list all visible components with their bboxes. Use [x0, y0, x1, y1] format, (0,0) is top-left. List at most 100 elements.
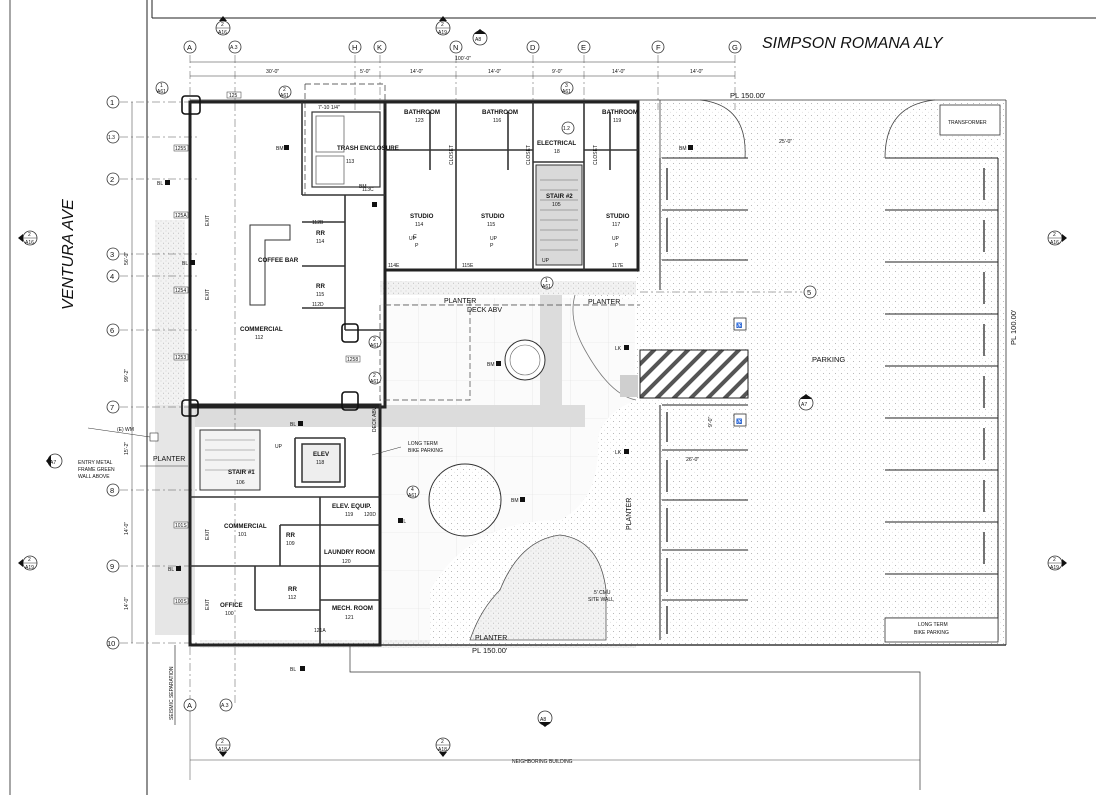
deck-above-label-vertical: DECK ABV [372, 406, 378, 432]
accessible-parking-icon [733, 413, 747, 427]
stair-2-hatch [535, 164, 583, 266]
grid-label-1-3: 1.3 [108, 135, 115, 141]
svg-text:A61: A61 [562, 89, 571, 95]
grid-label-D: D [530, 43, 536, 52]
svg-text:2: 2 [441, 22, 444, 28]
svg-text:2: 2 [221, 739, 224, 745]
coffee-bar-counter [249, 224, 291, 306]
grid-label-4: 4 [110, 272, 114, 281]
dim-5: 5'-0" [360, 69, 370, 75]
room-commercial-101-num: 101 [238, 532, 247, 538]
planter-strip-bottom [200, 640, 636, 648]
room-studio-115-num: 115 [487, 222, 495, 228]
svg-text:2: 2 [441, 739, 444, 745]
svg-text:100S: 100S [175, 599, 187, 605]
svg-text:♿: ♿ [736, 322, 742, 329]
closet-label: CLOSET [526, 145, 532, 165]
parking-label: PARKING [812, 355, 845, 364]
dim-14c: 14'-0" [612, 69, 625, 75]
up-arrow-label: UP [612, 236, 620, 242]
svg-text:121A: 121A [314, 628, 326, 634]
svg-text:A16: A16 [218, 30, 227, 36]
room-rr-109-num: 109 [286, 541, 295, 547]
svg-text:BL: BL [168, 567, 174, 573]
round-planter-large [428, 463, 502, 537]
dim-99: 99'-2" [124, 369, 130, 382]
svg-text:1258: 1258 [347, 357, 358, 363]
svg-text:BL: BL [182, 261, 188, 267]
grid-label-H: H [352, 43, 357, 52]
entry-note-line1: ENTRY METAL [78, 460, 113, 466]
grid-label-A: A [187, 43, 192, 52]
planter-label-north: PLANTER [444, 298, 476, 305]
grid-label-6: 6 [110, 326, 114, 335]
grid-bubbles-top [183, 40, 742, 54]
up-arrow-label: UP [275, 444, 283, 450]
room-studio-117-name: STUDIO [606, 213, 630, 220]
leader-lines [87, 427, 402, 467]
transformer-label: TRANSFORMER [948, 120, 987, 126]
svg-text:BM: BM [511, 498, 519, 504]
svg-text:2: 2 [28, 557, 31, 563]
svg-text:1: 1 [160, 83, 163, 89]
svg-text:112B: 112B [312, 220, 324, 226]
room-rr-114-num: 114 [316, 239, 324, 245]
room-stair-1-num: 106 [236, 480, 245, 486]
room-studio-114-name: STUDIO [410, 213, 434, 220]
room-bathroom-123-num: 123 [415, 118, 424, 124]
street-label-left: VENTURA AVE [60, 199, 77, 310]
grid-label-9: 9 [110, 562, 114, 571]
section-marker-right [1047, 230, 1067, 246]
svg-text:♿: ♿ [736, 418, 742, 425]
svg-text:2: 2 [373, 337, 376, 343]
cmu-wall-label-line1: 5' CMU [594, 590, 611, 596]
svg-text:A18: A18 [218, 747, 227, 753]
long-term-bike-parking-pad [884, 617, 999, 643]
svg-text:2: 2 [283, 87, 286, 93]
svg-text:1255: 1255 [175, 146, 186, 152]
svg-text:A16: A16 [25, 240, 34, 246]
section-marker-right-lower [1047, 555, 1067, 571]
dim-25: 25'-0" [779, 139, 792, 145]
room-rr-112-num: 112 [288, 595, 296, 601]
elevation-marker-a8-bottom [537, 710, 553, 727]
room-elevator-num: 118 [316, 460, 324, 466]
neighboring-building-label: NEIGHBORING BUILDING [512, 759, 573, 765]
grid-label-A-bottom: A [187, 701, 192, 710]
svg-text:2: 2 [1053, 557, 1056, 563]
grid-label-5: 5 [807, 288, 811, 297]
grid-label-E: E [581, 43, 586, 52]
room-laundry-num: 120 [342, 559, 351, 565]
svg-text:BM: BM [679, 146, 687, 152]
property-line-bottom: PL 150.00' [472, 646, 508, 655]
room-rr-115-num: 115 [316, 292, 324, 298]
section-marker-top-left [215, 16, 231, 36]
svg-text:BM: BM [359, 184, 367, 190]
room-rr-109-name: RR [286, 532, 295, 539]
grid-label-3: 3 [110, 250, 114, 259]
bl-markers [165, 145, 693, 671]
room-elevator-name: ELEV [313, 451, 330, 458]
grid-label-7: 7 [110, 403, 114, 412]
svg-text:115E: 115E [462, 263, 474, 269]
wheel-stops [666, 168, 985, 634]
entry-note-line2: FRAME GREEN [78, 467, 115, 473]
room-studio-114-num: 114 [415, 222, 423, 228]
room-rr-114-name: RR [316, 230, 325, 237]
room-electrical-num: 18 [554, 149, 560, 155]
exit-sign: EXIT [205, 289, 211, 300]
water-meter-label: (E) WM [117, 427, 134, 433]
svg-text:117E: 117E [612, 263, 624, 269]
grid-label-2: 2 [110, 175, 114, 184]
walkway-east-west [195, 405, 585, 427]
accessible-parking-icon [733, 317, 747, 331]
trash-enclosure [311, 111, 381, 188]
svg-text:2: 2 [373, 373, 376, 379]
room-trash-enclosure-name: TRASH ENCLOSURE [337, 145, 399, 152]
room-bathroom-116-name: BATHROOM [482, 109, 518, 116]
svg-text:A61: A61 [157, 89, 166, 95]
svg-text:A16: A16 [1050, 240, 1059, 246]
property-line-right: PL 100.00' [1009, 309, 1018, 345]
svg-text:BM: BM [276, 146, 284, 152]
